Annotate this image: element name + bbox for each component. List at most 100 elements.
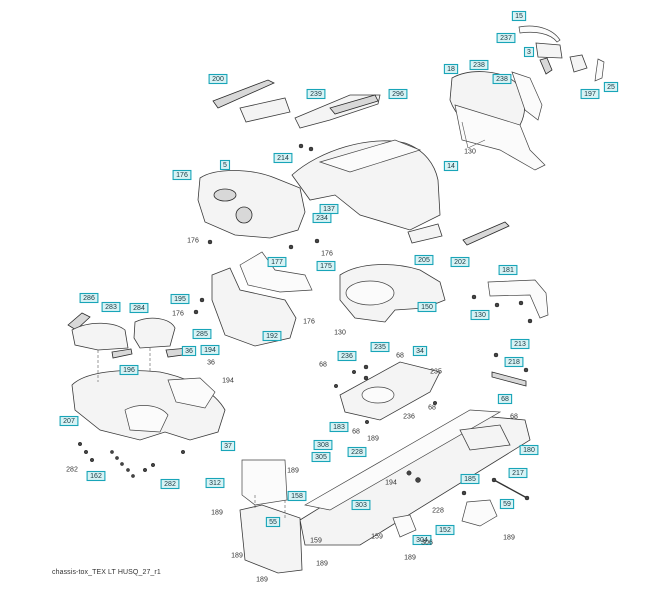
callout-label: 195 [174, 296, 186, 303]
rear-bracket-group [491, 352, 529, 387]
callout-176: 176 [172, 169, 192, 181]
callout-214: 214 [273, 152, 293, 164]
callout-box [470, 309, 490, 321]
callout-218: 218 [504, 356, 524, 368]
nut [142, 467, 148, 473]
leader [467, 139, 486, 149]
callout-196: 196 [119, 364, 139, 376]
callout-312: 312 [205, 477, 225, 489]
callout-box [388, 88, 408, 100]
callout-36: 36 [181, 345, 197, 357]
callout-box [508, 467, 528, 479]
callout-158: 158 [287, 490, 307, 502]
callout-label: 218 [508, 359, 520, 366]
plain-label-layer: 1301761761761761303619428268682356823668… [66, 149, 518, 584]
callout-label: 55 [269, 519, 277, 526]
callout-box [443, 63, 459, 75]
nut [83, 449, 89, 455]
callout-label: 181 [502, 267, 514, 274]
callout-box [59, 415, 79, 427]
bolt-213 [523, 367, 529, 373]
callout-box [496, 32, 516, 44]
callout-box [511, 10, 527, 22]
bolt-183 [364, 419, 370, 425]
callout-label: 25 [607, 84, 615, 91]
callout-304: 304 [412, 534, 432, 546]
callout-238: 238 [492, 73, 512, 85]
callout-137: 137 [319, 203, 339, 215]
callout-box [86, 470, 106, 482]
part-label-159: 159 [371, 534, 383, 541]
part-15-trim-strip [518, 25, 561, 43]
part-label-228: 228 [432, 508, 444, 515]
screw-176 [314, 238, 320, 244]
part-195-plug [199, 297, 205, 303]
callout-label: 18 [447, 66, 455, 73]
part-283-cover [71, 322, 129, 351]
callout-282: 282 [160, 478, 180, 490]
callout-label: 196 [123, 367, 135, 374]
fender-group [67, 312, 226, 478]
part-284-cover [133, 317, 176, 349]
part-frame-top [304, 409, 502, 511]
callout-label: 207 [63, 418, 75, 425]
callout-14: 14 [443, 160, 459, 172]
callout-label: 137 [323, 206, 335, 213]
callout-283: 283 [101, 301, 121, 313]
callout-box [337, 350, 357, 362]
part-14-hood-top [318, 139, 422, 173]
callout-130: 130 [470, 309, 490, 321]
nut-59 [491, 477, 497, 483]
callout-239: 239 [306, 88, 326, 100]
callout-68: 68 [497, 393, 513, 405]
callout-box [101, 301, 121, 313]
part-197-cover [569, 54, 588, 73]
seat-plate-group [333, 361, 441, 425]
callout-box [523, 46, 535, 58]
callout-box [160, 478, 180, 490]
hood-body-group [291, 139, 510, 246]
callout-box [316, 260, 336, 272]
callout-308: 308 [313, 439, 333, 451]
part-196-plate [111, 348, 133, 359]
callout-label: 284 [133, 305, 145, 312]
part-237-cover [535, 42, 563, 59]
screw-176 [288, 244, 294, 250]
front-panel-group [193, 251, 313, 347]
callout-label: 183 [333, 424, 345, 431]
screw [120, 462, 124, 466]
callout-label: 130 [474, 312, 486, 319]
callout-207: 207 [59, 415, 79, 427]
callout-285: 285 [192, 328, 212, 340]
part-label-282: 282 [66, 467, 78, 474]
callout-box [267, 256, 287, 268]
callout-label: 238 [473, 62, 485, 69]
part-label-176: 176 [321, 251, 333, 258]
screw-130 [494, 302, 500, 308]
callout-box [443, 160, 459, 172]
callout-label: 205 [418, 257, 430, 264]
callout-box [181, 345, 197, 357]
hood-top-group [212, 79, 381, 152]
callout-label: 282 [164, 481, 176, 488]
part-236 [363, 375, 369, 381]
part-235 [363, 364, 369, 370]
callout-box [412, 534, 432, 546]
callout-box [208, 73, 228, 85]
callout-label: 177 [271, 259, 283, 266]
callout-label: 185 [464, 476, 476, 483]
callout-box [170, 293, 190, 305]
callout-34: 34 [412, 345, 428, 357]
callout-238: 238 [469, 59, 489, 71]
callout-label: 197 [584, 91, 596, 98]
callout-286: 286 [79, 292, 99, 304]
callout-box [262, 330, 282, 342]
callout-box [370, 341, 390, 353]
callout-box [603, 81, 619, 93]
nut-59 [524, 495, 530, 501]
callout-228: 228 [347, 446, 367, 458]
callout-label: 5 [223, 162, 227, 169]
part-label-130: 130 [464, 149, 476, 156]
part-label-68: 68 [428, 405, 436, 412]
callout-label: 158 [291, 493, 303, 500]
